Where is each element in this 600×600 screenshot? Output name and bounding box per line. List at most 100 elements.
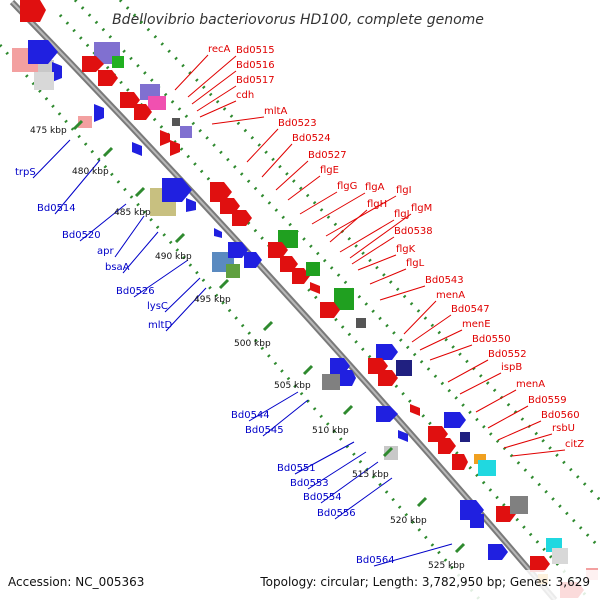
scale-tick-mark [262, 320, 274, 332]
forward-gene-label[interactable]: Bd0543 [425, 275, 464, 286]
forward-gene-label[interactable]: Bd0560 [541, 410, 580, 421]
scale-tick-mark [72, 119, 84, 131]
fwd-label-leader [411, 314, 452, 343]
gene-glyph [292, 268, 310, 284]
forward-gene-label[interactable]: citZ [565, 439, 584, 450]
gene-glyph [474, 454, 486, 464]
forward-gene-label[interactable]: Bd0552 [488, 349, 527, 360]
rev-label-leader [373, 543, 453, 567]
gene-glyph [378, 370, 398, 386]
forward-gene-label[interactable]: Bd0516 [236, 60, 275, 71]
accession-text: Accession: NC_005363 [8, 575, 144, 589]
fwd-label-leader [261, 143, 293, 178]
gene-glyphs [12, 0, 598, 598]
forward-gene-label[interactable]: flgK [396, 244, 416, 255]
scale-tick-label: 525 kbp [428, 561, 465, 571]
fwd-label-leader [503, 433, 553, 449]
forward-gene-label[interactable]: Bd0538 [394, 226, 433, 237]
fwd-label-leader [174, 54, 209, 91]
gene-glyph [460, 432, 470, 442]
scale-tick-label: 490 kbp [155, 252, 192, 262]
forward-gene-label[interactable]: Bd0524 [292, 133, 331, 144]
gene-glyph [232, 210, 252, 226]
forward-gene-label[interactable]: recA [208, 44, 231, 55]
fwd-label-leader [403, 300, 437, 335]
fwd-label-leader [196, 85, 237, 112]
reverse-gene-label[interactable]: Bd0545 [245, 425, 284, 436]
forward-gene-label[interactable]: flgM [411, 203, 432, 214]
reverse-gene-label[interactable]: Bd0551 [277, 463, 316, 474]
forward-gene-label[interactable]: ispB [501, 362, 522, 373]
gene-glyph [132, 142, 142, 156]
reverse-gene-label[interactable]: lysC [147, 301, 168, 312]
reverse-gene-label[interactable]: Bd0553 [290, 478, 329, 489]
gene-glyph [226, 264, 240, 278]
forward-gene-label[interactable]: flgE [320, 165, 339, 176]
forward-gene-label[interactable]: flgJ [394, 209, 410, 220]
reverse-gene-label[interactable]: Bd0514 [37, 203, 76, 214]
reverse-gene-label[interactable]: bsaA [105, 262, 130, 273]
fwd-label-leader [199, 100, 237, 118]
reverse-gene-label[interactable]: mltD [148, 320, 172, 331]
gene-glyph [322, 374, 340, 390]
gene-glyph [410, 404, 420, 416]
reverse-gene-label[interactable]: Bd0554 [303, 492, 342, 503]
fwd-label-leader [287, 175, 321, 201]
gene-glyph [376, 406, 398, 422]
forward-gene-label[interactable]: flgL [406, 258, 425, 269]
forward-gene-label[interactable]: menA [516, 379, 545, 390]
forward-gene-label[interactable]: flgG [337, 181, 357, 192]
forward-gene-label[interactable]: Bd0550 [472, 334, 511, 345]
forward-gene-label[interactable]: flgH [367, 199, 387, 210]
rev-label-leader [114, 215, 145, 258]
fwd-label-leader [329, 209, 368, 243]
reverse-gene-label[interactable]: Bd0526 [116, 286, 155, 297]
forward-outer-rail [118, 0, 600, 502]
forward-gene-label[interactable]: flgA [365, 182, 385, 193]
fwd-label-leader [459, 372, 502, 395]
forward-gene-label[interactable]: cdh [236, 90, 254, 101]
gene-glyph [340, 370, 356, 386]
scale-tick-mark [218, 278, 230, 290]
forward-gene-label[interactable]: Bd0517 [236, 75, 275, 86]
forward-gene-label[interactable]: Bd0515 [236, 45, 275, 56]
gene-glyph [20, 0, 46, 22]
forward-gene-label[interactable]: Bd0547 [451, 304, 490, 315]
gene-glyph [186, 198, 196, 212]
rev-label-leader [165, 287, 207, 332]
fwd-label-leader [299, 191, 338, 215]
rev-label-leader [32, 139, 71, 179]
fwd-label-leader [191, 70, 237, 105]
fwd-label-leader [357, 254, 397, 271]
forward-gene-label[interactable]: mltA [264, 106, 287, 117]
forward-gene-label[interactable]: Bd0527 [308, 150, 347, 161]
reverse-gene-label[interactable]: Bd0520 [62, 230, 101, 241]
forward-gene-label[interactable]: menE [462, 319, 491, 330]
rev-label-leader [79, 203, 127, 242]
gene-glyph [228, 242, 248, 258]
forward-gene-label[interactable]: menA [436, 290, 465, 301]
reverse-gene-label[interactable]: trpS [15, 167, 36, 178]
forward-gene-label[interactable]: Bd0559 [528, 395, 567, 406]
reverse-gene-label[interactable]: Bd0564 [356, 555, 395, 566]
gene-glyph [162, 178, 192, 202]
fwd-label-leader [211, 116, 265, 125]
gene-glyph [78, 116, 92, 128]
fwd-label-leader [275, 160, 309, 191]
reverse-gene-label[interactable]: Bd0544 [231, 410, 270, 421]
gene-glyph [320, 302, 340, 318]
reverse-gene-label[interactable]: Bd0556 [317, 508, 356, 519]
rev-label-leader [133, 259, 189, 298]
fwd-label-leader [311, 192, 366, 225]
fwd-label-leader [511, 449, 566, 457]
gene-glyph [396, 360, 412, 376]
forward-gene-label[interactable]: flgI [396, 185, 412, 196]
scale-tick-label: 475 kbp [30, 126, 67, 136]
scale-tick-label: 500 kbp [234, 339, 271, 349]
forward-gene-label[interactable]: rsbU [552, 423, 575, 434]
gene-glyph [478, 460, 496, 476]
gene-glyph [160, 130, 170, 146]
forward-gene-label[interactable]: Bd0523 [278, 118, 317, 129]
reverse-gene-label[interactable]: apr [97, 246, 114, 257]
